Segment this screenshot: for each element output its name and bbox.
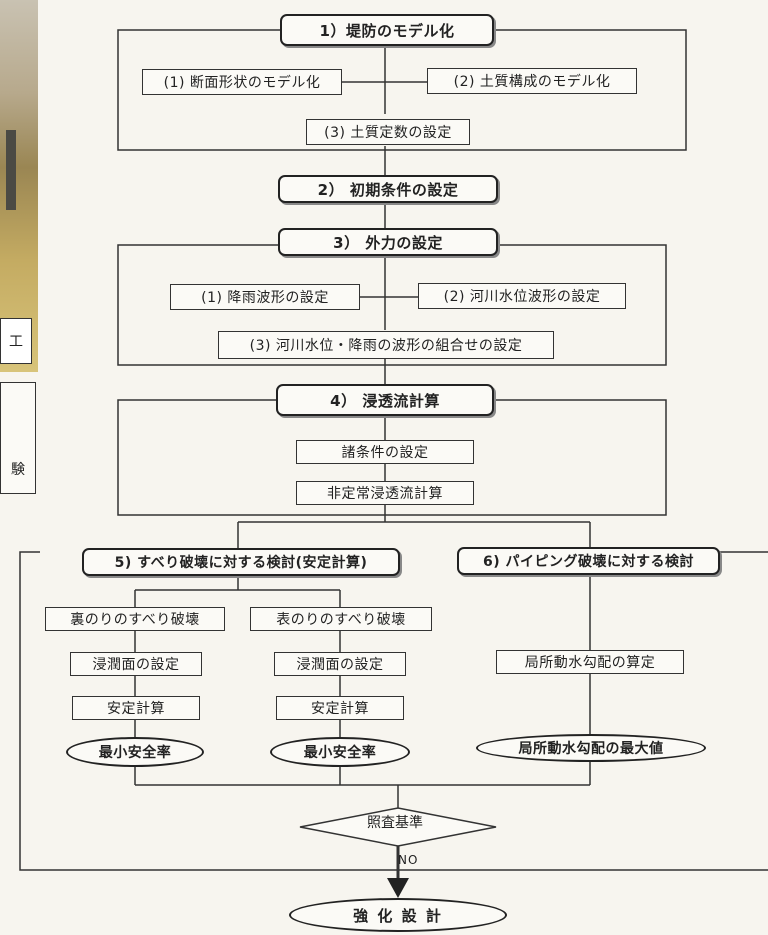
step-3-box: 3） 外力の設定 xyxy=(278,228,498,256)
step-2-box: 2） 初期条件の設定 xyxy=(278,175,498,203)
front-stability-calc-box: 安定計算 xyxy=(276,696,404,720)
back-slope-slip-box: 裏のりのすべり破壊 xyxy=(45,607,225,631)
photo-fragment xyxy=(0,0,38,372)
local-gradient-max: 局所動水勾配の最大値 xyxy=(476,734,706,762)
back-min-safety-factor: 最小安全率 xyxy=(66,737,204,767)
step-4-conditions: 諸条件の設定 xyxy=(296,440,474,464)
step-3-rain-waveform: (1) 降雨波形の設定 xyxy=(170,284,360,310)
criteria-label: 照査基準 xyxy=(367,815,423,831)
back-stability-calc-box: 安定計算 xyxy=(72,696,200,720)
step-5-box: 5) すべり破壊に対する検討(安定計算) xyxy=(82,548,400,576)
no-label: NO xyxy=(398,853,419,867)
step-6-box: 6) パイピング破壊に対する検討 xyxy=(457,547,720,575)
step-3-river-waveform: (2) 河川水位波形の設定 xyxy=(418,283,626,309)
front-min-safety-factor: 最小安全率 xyxy=(270,737,410,767)
arrow-down xyxy=(387,878,409,898)
side-text-box: 験 xyxy=(0,382,36,494)
step-1-soil-constants: (3) 土質定数の設定 xyxy=(306,119,470,145)
step-3-combination: (3) 河川水位・降雨の波形の組合せの設定 xyxy=(218,331,554,359)
front-slope-slip-box: 表のりのすべり破壊 xyxy=(250,607,432,631)
photo-caption: 工 xyxy=(0,318,32,364)
step-4-box: 4） 浸透流計算 xyxy=(276,384,494,416)
reinforcement-design: 強 化 設 計 xyxy=(289,898,507,932)
back-seepage-surface-box: 浸潤面の設定 xyxy=(70,652,202,676)
decision-diamond xyxy=(299,807,497,847)
front-seepage-surface-box: 浸潤面の設定 xyxy=(274,652,406,676)
step-1-soil-model: (2) 土質構成のモデル化 xyxy=(427,68,637,94)
photo-pole xyxy=(6,130,16,210)
step-1-box: 1）堤防のモデル化 xyxy=(280,14,494,46)
step-4-unsteady-calc: 非定常浸透流計算 xyxy=(296,481,474,505)
step-1-shape-model: (1) 断面形状のモデル化 xyxy=(142,69,342,95)
local-gradient-calc-box: 局所動水勾配の算定 xyxy=(496,650,684,674)
